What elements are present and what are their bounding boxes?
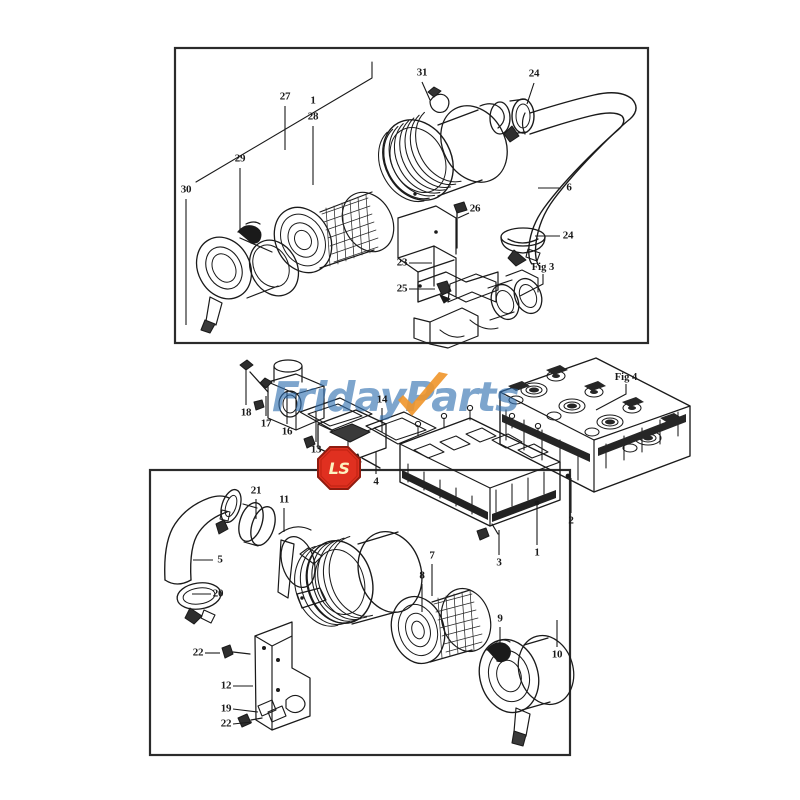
- clip-19: [257, 699, 277, 717]
- gasket-frame-13: [299, 397, 373, 431]
- callout-number-16-14: 16: [281, 425, 293, 438]
- long-bolt-18: [239, 359, 269, 393]
- figure-reference-1: Fig 4: [614, 371, 638, 383]
- callout-number-8-30: 8: [419, 569, 425, 582]
- leader-line-24-6: [526, 82, 535, 105]
- hose-clamp-21: [215, 502, 276, 547]
- inner-filter-element: [273, 191, 395, 274]
- lower-canister: [277, 526, 423, 627]
- callout-number-12-26: 12: [220, 679, 232, 692]
- lower-filter-element: [390, 587, 492, 665]
- hose-ring-24: [489, 98, 535, 143]
- air-cleaner-cup: [195, 221, 300, 334]
- callout-number-6-7: 6: [566, 181, 572, 194]
- status-badge-label: LS: [328, 458, 350, 478]
- callout-number-4-17: 4: [373, 475, 379, 488]
- leader-line-22-28: [232, 721, 253, 725]
- callout-number-1-4: 1: [310, 94, 316, 107]
- bolt-22-upper: [221, 644, 251, 659]
- callout-number-30-0: 30: [180, 183, 192, 196]
- callout-number-10-32: 10: [551, 648, 563, 661]
- upper-assembly-panel: [173, 46, 650, 345]
- nut-25: [436, 280, 452, 304]
- callout-number-21-21: 21: [250, 484, 262, 497]
- callout-number-5-23: 5: [217, 553, 223, 566]
- mounting-bracket-23: [397, 205, 499, 303]
- callout-number-24-9: 24: [562, 229, 574, 242]
- callout-number-9-31: 9: [497, 612, 503, 625]
- filter-mesh-hatch: [321, 194, 379, 267]
- callout-number-3-20: 3: [496, 556, 502, 569]
- callout-number-18-12: 18: [240, 406, 252, 419]
- gasket-frame-14: [365, 411, 437, 445]
- middle-manifold-assembly: [239, 357, 691, 541]
- callout-number-22-25: 22: [192, 646, 204, 659]
- throttle-elbow-body: [253, 359, 325, 431]
- figure-leader-line-0: [519, 274, 544, 297]
- cylinder-head-fig4: [499, 357, 691, 493]
- spacer-block: [303, 409, 387, 463]
- callout-number-2-19: 2: [568, 514, 574, 527]
- intake-hose-5: [164, 488, 242, 585]
- callout-number-19-27: 19: [220, 702, 232, 715]
- callout-number-23-10: 23: [396, 256, 408, 269]
- intake-manifold: [399, 404, 571, 541]
- callout-number-17-13: 17: [260, 417, 272, 430]
- callout-number-14-16: 14: [376, 393, 388, 406]
- callout-number-22-28: 22: [220, 717, 232, 730]
- callout-number-31-5: 31: [416, 66, 428, 79]
- figure-leader-line-1: [595, 384, 627, 411]
- lower-air-cleaner-cup: [478, 634, 575, 747]
- callout-number-7-29: 7: [429, 549, 435, 562]
- figure-reference-0: Fig 3: [531, 261, 555, 273]
- lower-air-cleaner-assembly: [164, 488, 575, 747]
- status-badge: LS: [317, 446, 361, 490]
- callout-number-26-8: 26: [469, 202, 481, 215]
- leader-line-19-27: [232, 708, 259, 713]
- callout-number-27-2: 27: [279, 90, 291, 103]
- callout-number-29-1: 29: [234, 152, 246, 165]
- callout-number-1-18: 1: [534, 546, 540, 559]
- callout-number-25-11: 25: [396, 282, 408, 295]
- leader-line-26-8: [457, 212, 470, 219]
- callout-number-13-15: 13: [310, 443, 322, 456]
- fig3-manifold-stub: [413, 269, 543, 349]
- callout-number-20-24: 20: [212, 587, 224, 600]
- hose-clamp-24-lower: [500, 227, 546, 267]
- intake-pipe-6: [507, 92, 637, 268]
- hose-clamp-20: [176, 582, 222, 625]
- callout-number-11-22: 11: [279, 493, 289, 506]
- callout-number-28-3: 28: [307, 110, 319, 123]
- bolt-22-lower: [237, 713, 263, 728]
- air-cleaner-canister: [378, 103, 508, 203]
- callout-leader-lines: [185, 81, 627, 725]
- fitting-31: [427, 86, 450, 114]
- upper-air-cleaner-assembly: [195, 61, 637, 349]
- bolt-26: [453, 201, 468, 249]
- leader-line-31-5: [421, 81, 431, 101]
- octagon-badge-icon: [317, 446, 361, 490]
- callout-number-24-6: 24: [528, 67, 540, 80]
- mounting-bracket-12: [254, 621, 311, 731]
